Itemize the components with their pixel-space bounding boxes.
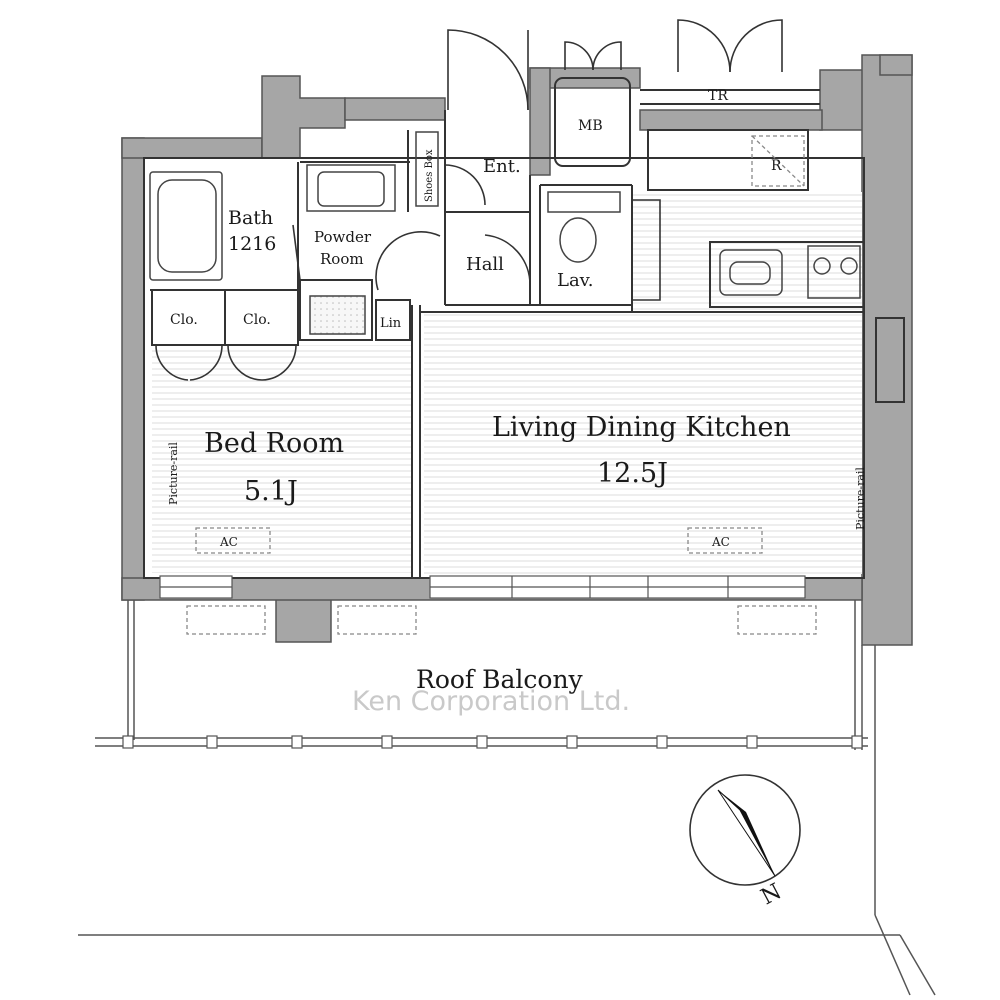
windows: [159, 575, 806, 599]
refrigerator-label: R: [771, 158, 782, 174]
powder-room-label-1: Powder: [314, 228, 372, 246]
closet-right-label: Clo.: [243, 312, 271, 328]
toilet-tank: [547, 191, 621, 213]
trunk-room-label: TR: [708, 88, 728, 104]
watermark: Ken Corporation Ltd.: [352, 686, 630, 717]
bath-label: Bath: [228, 207, 273, 229]
hall-label: Hall: [466, 254, 504, 275]
roof-balcony-outline: [78, 600, 936, 996]
ac-unit-bedroom: [195, 527, 271, 554]
doors: [155, 19, 783, 381]
bath-size: 1216: [228, 233, 276, 255]
north-label: N: [757, 879, 786, 910]
floor-finish: [152, 192, 862, 574]
picture-rail-right: Picture-rail: [854, 467, 867, 530]
ac-unit-ldk: [687, 527, 763, 554]
fixtures: [149, 131, 861, 335]
picture-rail-left: Picture-rail: [167, 442, 180, 505]
powder-room-label-2: Room: [320, 250, 364, 268]
ldk-size: 12.5J: [597, 458, 668, 489]
shoes-box-label: Shoes Box: [424, 149, 435, 202]
bedroom-label: Bed Room: [204, 428, 344, 459]
lavatory-label: Lav.: [557, 270, 593, 291]
compass: N: [689, 774, 801, 910]
entrance-label: Ent.: [483, 156, 521, 177]
ac-label-ldk: AC: [711, 535, 730, 549]
fixture-labels: Picture-rail Picture-rail AC AC: [167, 442, 867, 549]
linen-label: Lin: [380, 316, 402, 331]
toilet-bowl-icon: [559, 217, 597, 263]
ldk-label: Living Dining Kitchen: [492, 412, 791, 443]
dashed-units: [186, 135, 817, 635]
balcony-posts: [122, 735, 863, 749]
bedroom-size: 5.1J: [244, 476, 298, 507]
closet-left-label: Clo.: [170, 312, 198, 328]
room-labels: Bath 1216 Powder Room Ent. Shoes Box Hal…: [170, 88, 791, 694]
refrigerator-space: [751, 135, 805, 187]
meter-box-label: MB: [578, 118, 603, 134]
ac-label-bedroom: AC: [219, 535, 238, 549]
balcony-label: Roof Balcony: [416, 665, 584, 694]
